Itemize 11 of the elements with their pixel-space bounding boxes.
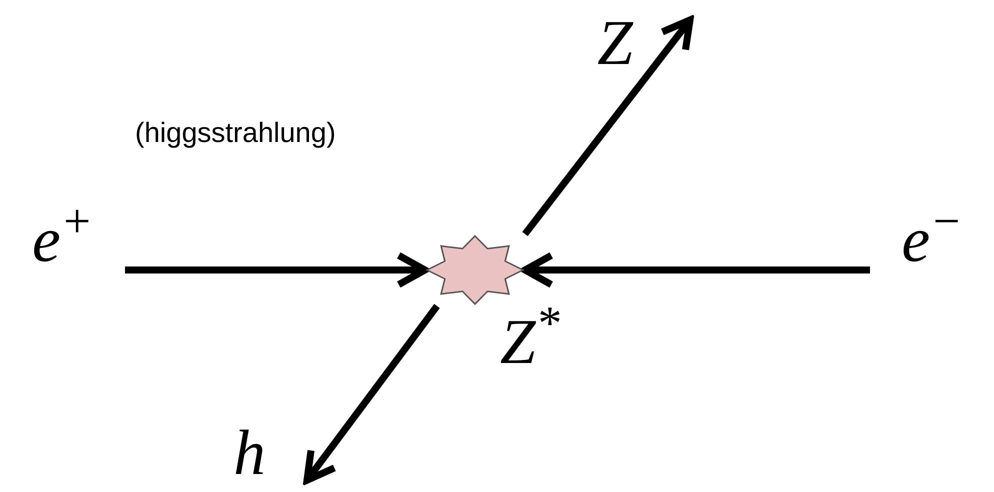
arrow [522, 16, 694, 236]
arrow [522, 252, 870, 288]
particle-symbol: Z [540, 5, 690, 80]
arrow [125, 252, 428, 288]
particle-symbol: h [192, 415, 307, 490]
particle-symbol: e$^{−}$ [870, 190, 994, 290]
particle-symbol: Z$^{*}$ [500, 310, 560, 374]
arrow [304, 304, 440, 484]
particle-symbol: e$^{+}$ [0, 190, 125, 290]
process-label: (higgsstrahlung) [135, 116, 336, 150]
star-shape [425, 234, 525, 306]
